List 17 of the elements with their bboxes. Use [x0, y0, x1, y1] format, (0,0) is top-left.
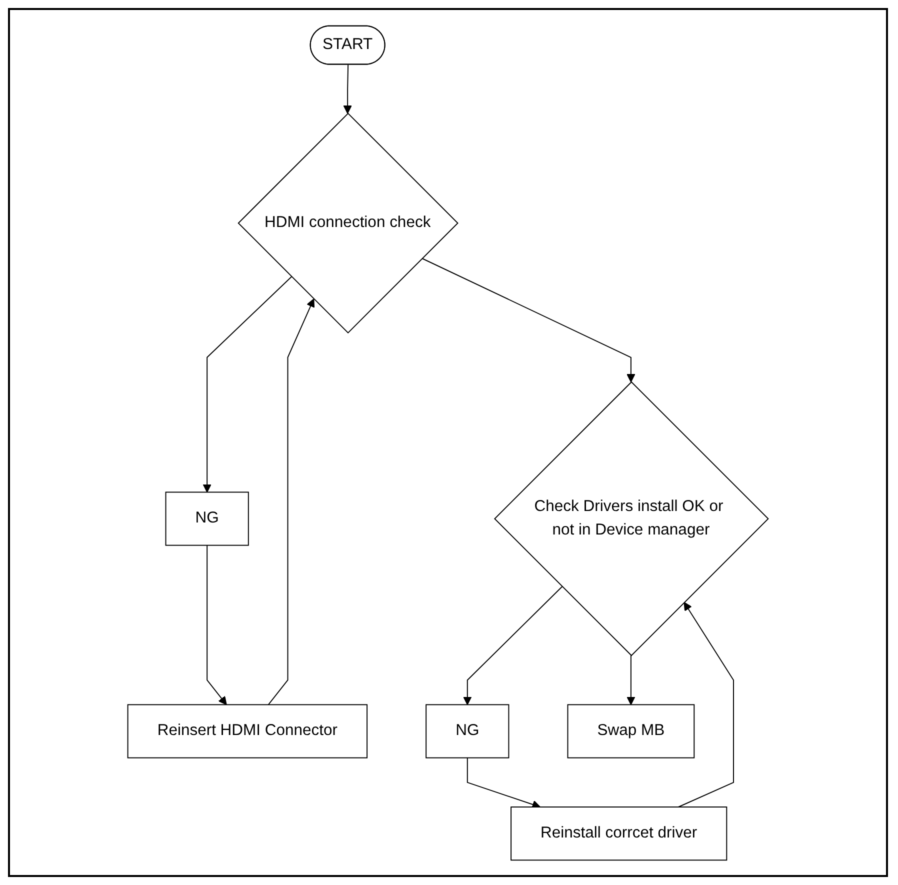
arrow: [466, 756, 541, 808]
decision-diamond: HDMI connection check: [238, 112, 458, 333]
arrow: [463, 586, 563, 705]
process-box: Reinsert HDMI Connector: [127, 704, 368, 758]
process-box: NG: [426, 704, 510, 758]
process-box: Reinstall corrcet driver: [510, 806, 728, 860]
process-box: NG: [165, 491, 249, 546]
process-box: Swap MB: [567, 704, 695, 758]
arrow: [626, 654, 636, 705]
arrow: [268, 298, 315, 705]
arrow: [343, 64, 352, 114]
arrow: [678, 601, 734, 807]
decision-diamond: Check Drivers install OK or not in Device manager: [494, 380, 769, 656]
arrow: [206, 544, 227, 705]
start-terminal: START: [310, 24, 386, 64]
arrow: [422, 257, 636, 382]
arrow: [202, 276, 292, 492]
